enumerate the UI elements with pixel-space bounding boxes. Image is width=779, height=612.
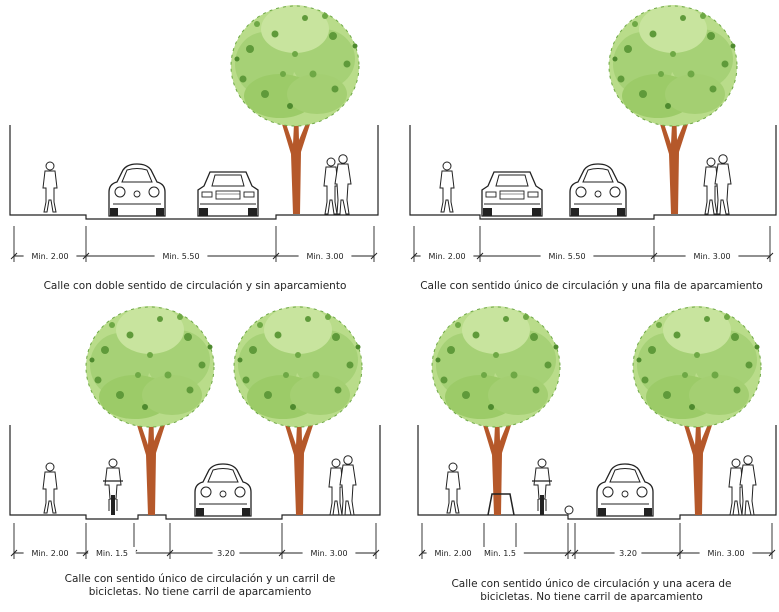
car-front bbox=[569, 163, 627, 217]
dimension-label-bg bbox=[298, 250, 352, 262]
car-front bbox=[108, 163, 166, 217]
dimension-label: Min. 3.00 bbox=[693, 252, 730, 261]
dimension-arrow bbox=[82, 549, 90, 557]
dimension-arrow bbox=[564, 549, 572, 557]
dimension-label-bg bbox=[23, 250, 77, 262]
dimension-label-bg bbox=[699, 547, 753, 559]
street-section-2: Min. 2.00 Min. 5.50 Min. 3.00 bbox=[409, 4, 777, 262]
pedestrian bbox=[42, 462, 58, 514]
dimension-label: Min. 5.50 bbox=[548, 252, 585, 261]
dimension-label-bg bbox=[614, 547, 642, 559]
dimension-label-bg bbox=[212, 547, 240, 559]
street-section-3: Min. 2.00 Min. 1.5 3.20 Min. 3.00 bbox=[9, 305, 381, 559]
dimension-arrow bbox=[278, 549, 286, 557]
sedan-front bbox=[197, 171, 259, 217]
dimension-label: Min. 2.00 bbox=[428, 252, 465, 261]
dimension-arrow bbox=[766, 252, 774, 260]
pedestrian-couple bbox=[328, 455, 357, 516]
pedestrian-couple bbox=[703, 154, 732, 215]
dimension-label-bg bbox=[426, 547, 480, 559]
dimension-label-bg bbox=[685, 250, 739, 262]
pedestrian-couple bbox=[323, 154, 352, 215]
dimension-arrow bbox=[476, 252, 484, 260]
ground-profile bbox=[9, 125, 379, 220]
dimension-arrow bbox=[370, 252, 378, 260]
dimension-arrow bbox=[272, 252, 280, 260]
bollard bbox=[564, 505, 574, 515]
dimension-label: Min. 1.5 bbox=[484, 549, 516, 558]
dimension-label: Min. 1.5 bbox=[96, 549, 128, 558]
dimension-label: Min. 5.50 bbox=[162, 252, 199, 261]
caption-2: Calle con sentido único de circulación y… bbox=[404, 280, 779, 293]
dimension-arrow bbox=[650, 252, 658, 260]
dimension-label: Min. 2.00 bbox=[434, 549, 471, 558]
caption-1-line-1: Calle con doble sentido de circulación y… bbox=[43, 280, 347, 292]
dimension-label-bg bbox=[476, 547, 524, 559]
bike-rack bbox=[487, 493, 515, 516]
dimension-arrow bbox=[418, 549, 426, 557]
caption-4-line-1: Calle con sentido único de circulación y… bbox=[451, 578, 732, 590]
dimension-arrow bbox=[372, 549, 380, 557]
dimension-arrow bbox=[571, 549, 579, 557]
dimension-label: Min. 3.00 bbox=[707, 549, 744, 558]
pedestrian bbox=[439, 161, 455, 213]
caption-1: Calle con doble sentido de circulación y… bbox=[10, 280, 380, 293]
dimension-label-bg bbox=[154, 250, 208, 262]
ground-profile bbox=[417, 425, 777, 520]
dimension-arrow bbox=[10, 252, 18, 260]
dimension-label-bg bbox=[23, 547, 77, 559]
dimension-label: 3.20 bbox=[619, 549, 637, 558]
car-front bbox=[194, 463, 252, 517]
pedestrian-couple bbox=[728, 455, 757, 516]
dimension-arrow bbox=[10, 549, 18, 557]
dimension-label: Min. 3.00 bbox=[306, 252, 343, 261]
dimension-label-bg bbox=[302, 547, 356, 559]
caption-4-line-2: bicicletas. No tiene carril de aparcamie… bbox=[480, 591, 703, 603]
dimension-arrow bbox=[410, 252, 418, 260]
caption-3-line-1: Calle con sentido único de circulación y… bbox=[64, 573, 336, 585]
pedestrian bbox=[445, 462, 461, 514]
parked-sedan-front bbox=[481, 171, 543, 217]
dimension-label: Min. 2.00 bbox=[31, 252, 68, 261]
dimension-label: Min. 2.00 bbox=[31, 549, 68, 558]
dimension-arrow bbox=[166, 549, 174, 557]
dimension-label-bg bbox=[540, 250, 594, 262]
dimension-arrow bbox=[676, 549, 684, 557]
ground-profile bbox=[409, 125, 777, 220]
dimension-label-bg bbox=[88, 547, 136, 559]
cyclist bbox=[531, 458, 553, 516]
caption-3: Calle con sentido único de circulación y… bbox=[10, 573, 390, 599]
dimension-label: Min. 3.00 bbox=[310, 549, 347, 558]
caption-4: Calle con sentido único de circulación y… bbox=[404, 578, 779, 604]
street-section-1: Min. 2.00 Min. 5.50 Min. 3.00 bbox=[9, 4, 379, 262]
dimension-label: 3.20 bbox=[217, 549, 235, 558]
dimension-arrow bbox=[768, 549, 776, 557]
street-section-4: Min. 2.00 Min. 1.5 3.20 Min. 3.00 bbox=[417, 305, 777, 559]
car-front bbox=[596, 463, 654, 517]
caption-3-line-2: bicicletas. No tiene carril de aparcamie… bbox=[88, 586, 312, 598]
pedestrian bbox=[42, 161, 58, 213]
caption-2-line-1: Calle con sentido único de circulación y… bbox=[420, 280, 763, 292]
cyclist bbox=[102, 458, 124, 516]
dimension-label-bg bbox=[420, 250, 474, 262]
dimension-arrow bbox=[82, 252, 90, 260]
